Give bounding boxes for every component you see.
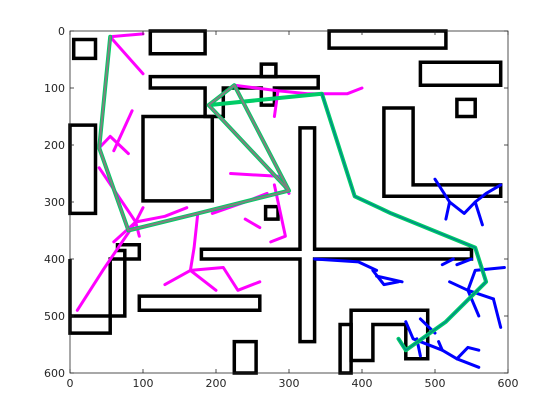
tree_magenta-segment-14 [188,268,218,292]
x-tick-label: 0 [67,377,74,390]
tree_blue-segment-5 [433,177,503,215]
tree_magenta-segment-15 [188,266,262,292]
series-layer [75,32,506,369]
x-tick-label: 500 [425,377,446,390]
y-tick-label: 100 [44,82,65,95]
y-tick-label: 400 [44,253,65,266]
tree_magenta-segment-3 [97,134,130,156]
tree_blue-segment-0 [313,257,379,272]
obstacle-4 [455,97,477,119]
tree_magenta-segment-4 [112,109,134,153]
obstacle-6 [141,114,215,203]
y-tick-label: 600 [44,367,65,380]
x-tick-label: 100 [133,377,154,390]
tree_blue-segment-3 [440,257,455,267]
x-tick-label: 600 [498,377,519,390]
x-tick-label: 400 [352,377,373,390]
tree_magenta-segment-0 [108,32,145,39]
tree_magenta-segment-9 [75,220,138,312]
tree_blue-segment-6 [444,200,452,221]
path_teal-segment-0 [321,92,487,351]
tree_magenta-segment-20 [272,89,280,118]
x-tick-label: 300 [279,377,300,390]
x-axis: 0 100 200 300 400 500 600 [67,31,519,390]
tree_blue-segment-7 [473,200,484,227]
obstacle-9 [259,62,278,79]
series-path_teal [321,92,487,351]
x-tick-label: 200 [206,377,227,390]
series-path_grey [98,35,290,232]
plot-area [68,29,509,375]
tree_magenta-segment-17 [243,217,262,230]
tree_blue-segment-15 [437,340,444,352]
plot-frame [70,31,508,373]
tree_blue-segment-9 [466,288,481,318]
tree_blue-segment-10 [466,266,506,292]
tree_blue-segment-2 [375,274,404,284]
obstacle-7 [263,204,280,221]
tree_blue-segment-11 [491,297,503,329]
tree_magenta-segment-6 [134,206,145,224]
obstacle-13 [137,294,262,313]
y-tick-label: 300 [44,196,65,209]
tree_magenta-segment-18 [269,183,287,244]
y-axis: 0 100 200 300 400 500 600 [44,25,508,380]
obstacle-12 [68,243,142,335]
y-tick-label: 0 [58,25,65,38]
tree_blue-segment-13 [455,345,481,361]
obstacle-3 [418,60,503,87]
tree_magenta-segment-13 [163,211,200,287]
path_grey-segment-0 [98,35,290,232]
obstacle-10 [199,126,474,344]
tree_magenta-segment-1 [108,35,145,76]
tree_magenta-segment-7 [134,206,189,224]
obstacle-0 [71,37,98,61]
y-tick-label: 500 [44,310,65,323]
y-tick-label: 200 [44,139,65,152]
series-tree_blue [313,177,506,369]
obstacle-11 [382,106,503,199]
tree_blue-segment-4 [455,257,473,267]
